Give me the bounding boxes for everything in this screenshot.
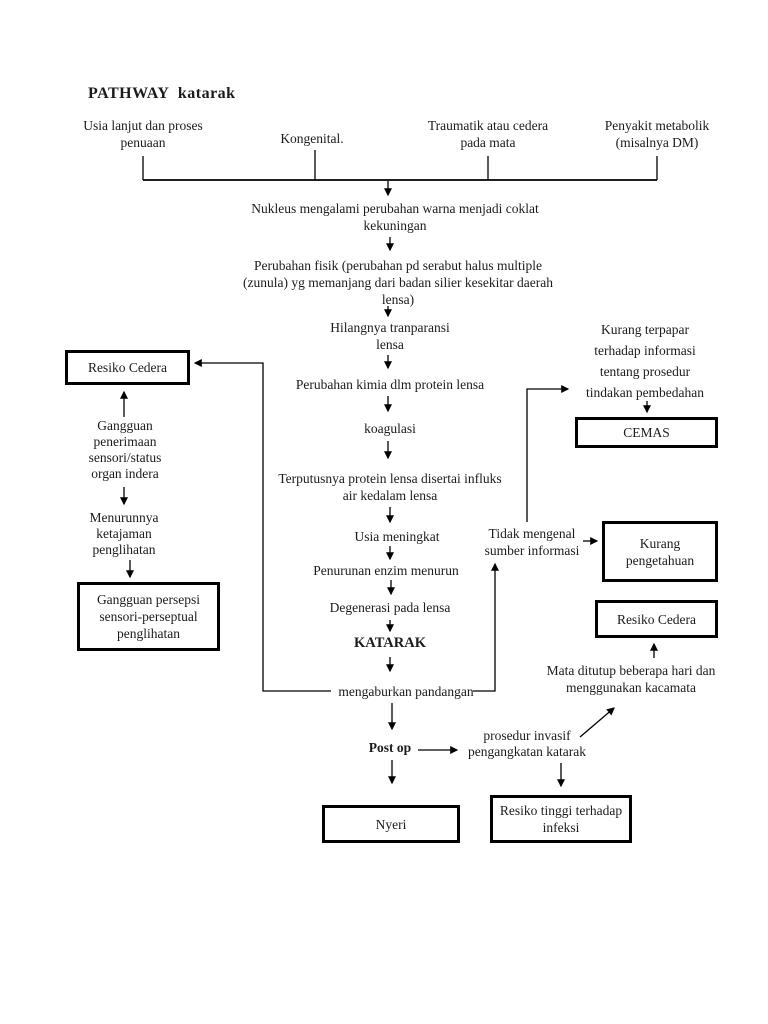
box-resiko-cedera-left: Resiko Cedera	[65, 350, 190, 385]
node-degenerasi-lensa: Degenerasi pada lensa	[329, 600, 451, 615]
cause-penyakit-metabolik: Penyakit metabolik(misalnya DM)	[604, 118, 710, 150]
node-katarak: KATARAK	[354, 635, 426, 651]
node-usia-meningkat: Usia meningkat	[354, 529, 440, 544]
node-perubahan-fisik: Perubahan fisik (perubahan pd serabut ha…	[243, 258, 553, 307]
page-title: PATHWAY katarak	[88, 85, 236, 102]
node-post-op: Post op	[368, 740, 412, 755]
box-cemas: CEMAS	[575, 417, 718, 448]
node-nukleus: Nukleus mengalami perubahan warna menjad…	[251, 201, 539, 233]
box-resiko-cedera-right: Resiko Cedera	[595, 600, 718, 638]
node-mengaburkan-pandangan: mengaburkan pandangan	[338, 684, 474, 699]
node-koagulasi: koagulasi	[364, 421, 416, 436]
node-perubahan-kimia: Perubahan kimia dlm protein lensa	[295, 377, 485, 392]
box-nyeri: Nyeri	[322, 805, 460, 843]
cause-kongenital: Kongenital.	[280, 131, 344, 146]
node-terputusnya-protein: Terputusnya protein lensa disertai influ…	[278, 471, 502, 503]
node-penurunan-enzim: Penurunan enzim menurun	[313, 563, 459, 578]
